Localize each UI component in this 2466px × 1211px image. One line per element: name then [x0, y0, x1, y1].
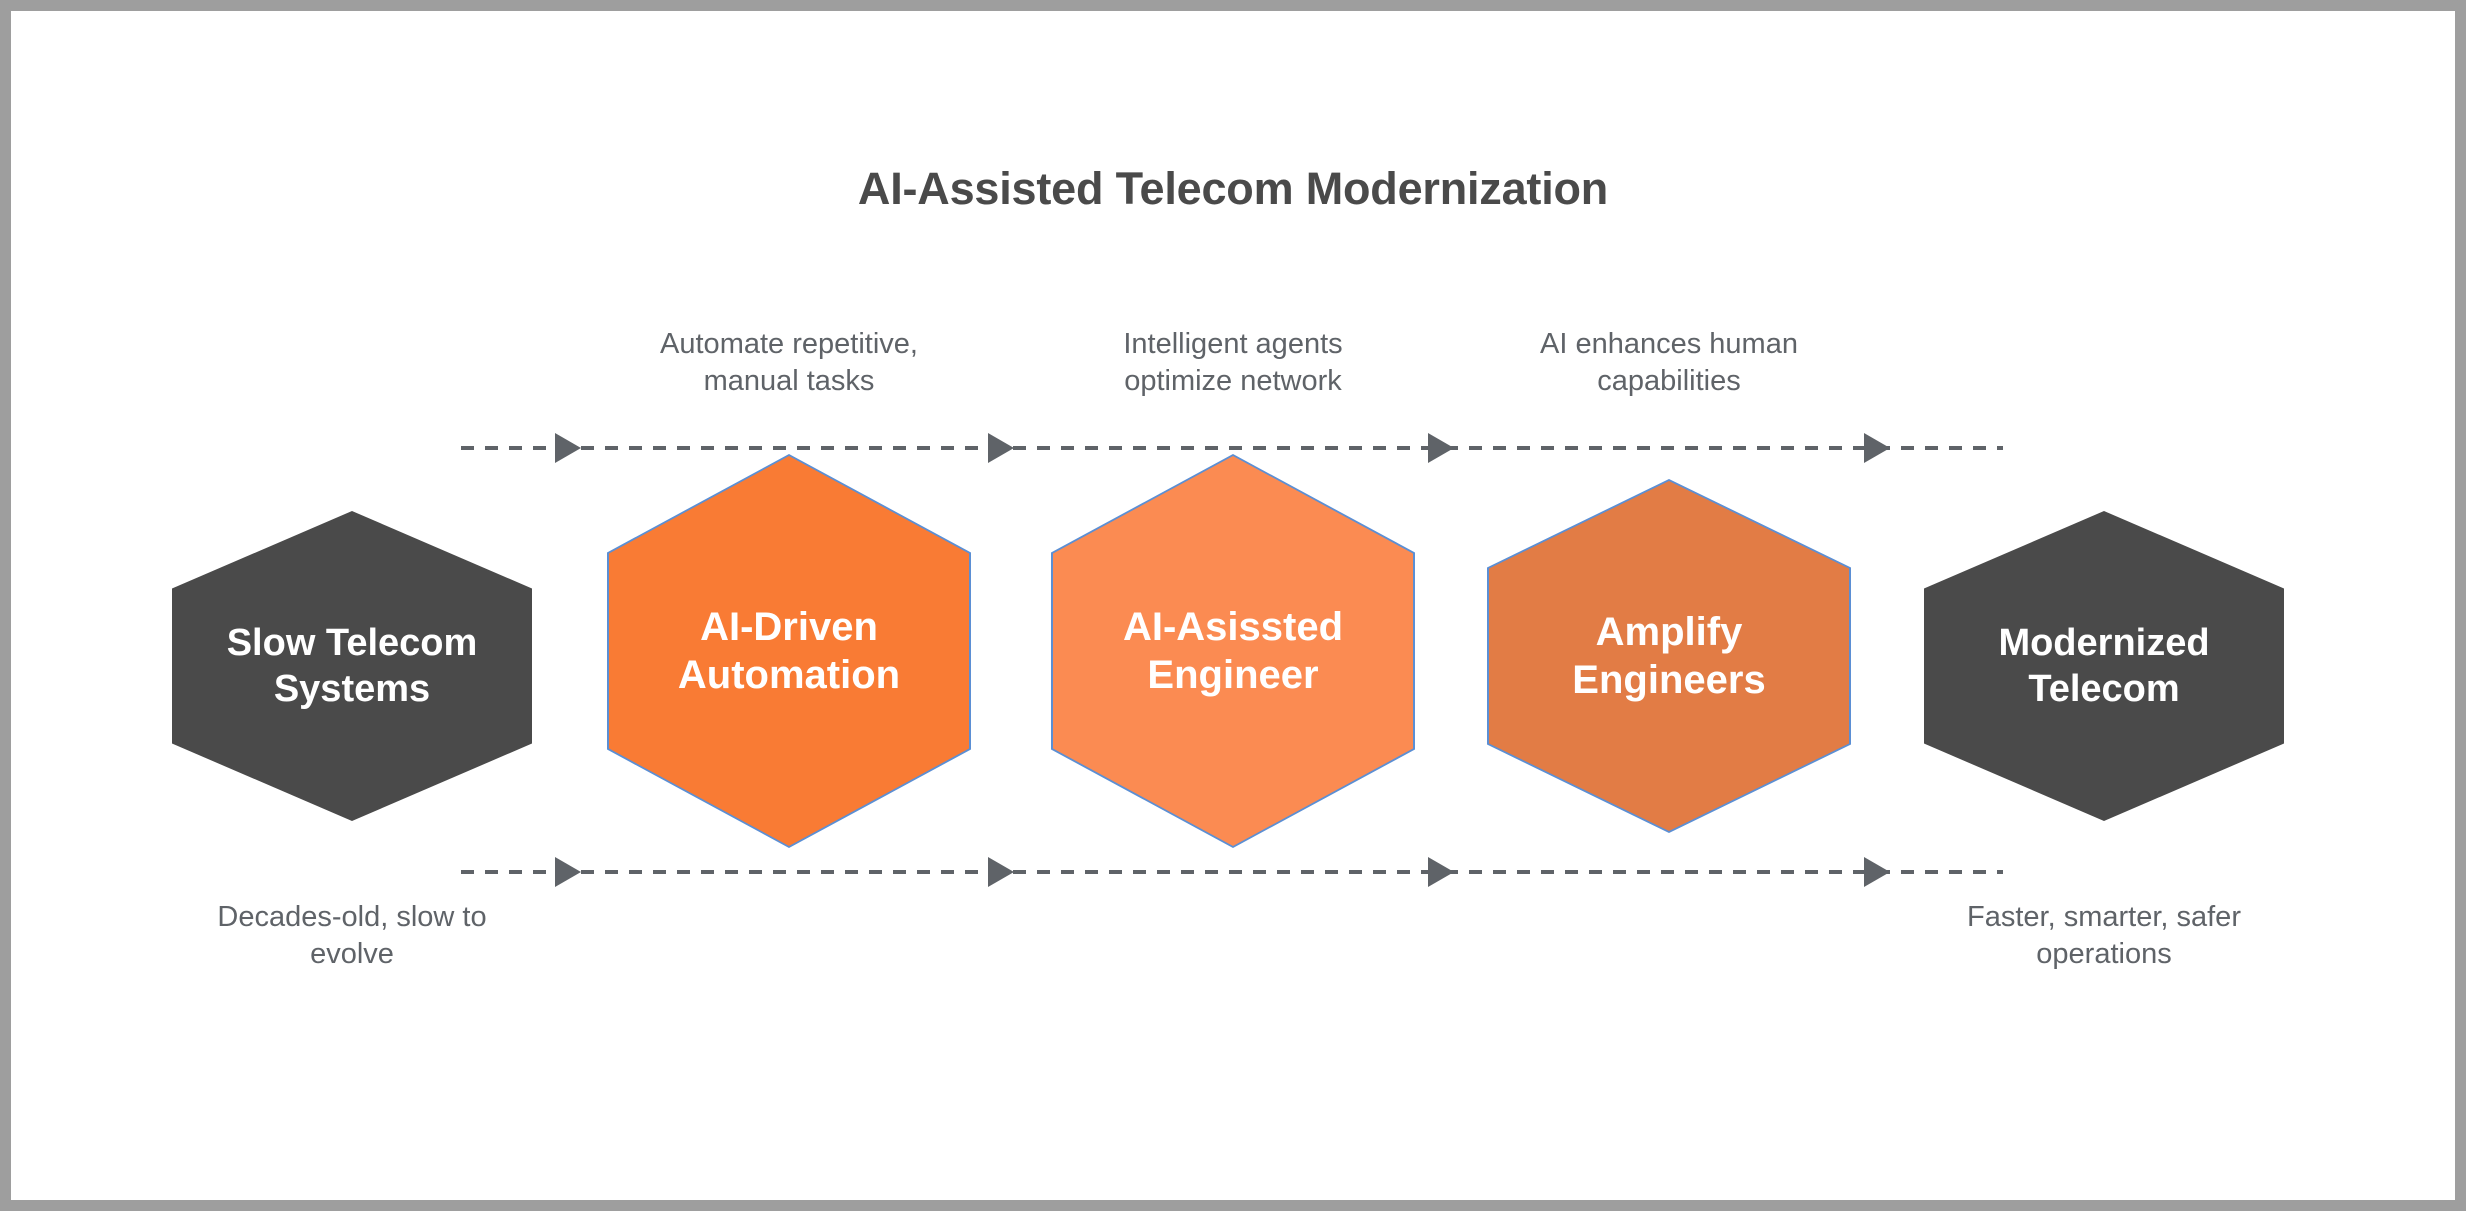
node-label: AI-Asissted Engineer [1122, 605, 1344, 697]
diagram-canvas: AI-Assisted Telecom Modernization Automa… [11, 11, 2455, 1200]
node-ai-asissted-engineer[interactable]: AI-Asissted Engineer [1053, 456, 1413, 846]
caption-automate-repetitive: Automate repetitive, manual tasks [660, 328, 918, 398]
flow-line-bottom [461, 857, 2003, 887]
flow-arrowhead-icon-2 [988, 857, 1014, 887]
node-amplify-engineers[interactable]: Amplify Engineers [1489, 481, 1849, 831]
caption-intelligent-agents: Intelligent agents optimize network [1123, 328, 1343, 398]
flow-arrowhead-icon-3 [1428, 857, 1454, 887]
caption-ai-enhances-human: AI enhances human capabilities [1540, 328, 1798, 398]
page-title: AI-Assisted Telecom Modernization [857, 163, 1609, 214]
node-slow-telecom-systems[interactable]: Slow Telecom Systems [172, 511, 532, 821]
node-label: AI-Driven Automation [677, 605, 901, 697]
flow-arrowhead-icon-4 [1864, 857, 1890, 887]
node-label: Amplify Engineers [1572, 610, 1766, 702]
caption-decades-old: Decades-old, slow to evolve [217, 901, 487, 971]
flow-arrowhead-icon-2 [988, 433, 1014, 463]
caption-faster-smarter-safer: Faster, smarter, safer operations [1967, 901, 2241, 971]
node-label: Slow Telecom Systems [226, 621, 478, 710]
node-ai-driven-automation[interactable]: AI-Driven Automation [609, 456, 969, 846]
flow-arrowhead-icon-3 [1428, 433, 1454, 463]
flow-arrowhead-icon-1 [555, 433, 581, 463]
flow-arrowhead-icon-4 [1864, 433, 1890, 463]
node-label: Modernized Telecom [1998, 621, 2210, 710]
node-modernized-telecom[interactable]: Modernized Telecom [1924, 511, 2284, 821]
flow-arrowhead-icon-1 [555, 857, 581, 887]
